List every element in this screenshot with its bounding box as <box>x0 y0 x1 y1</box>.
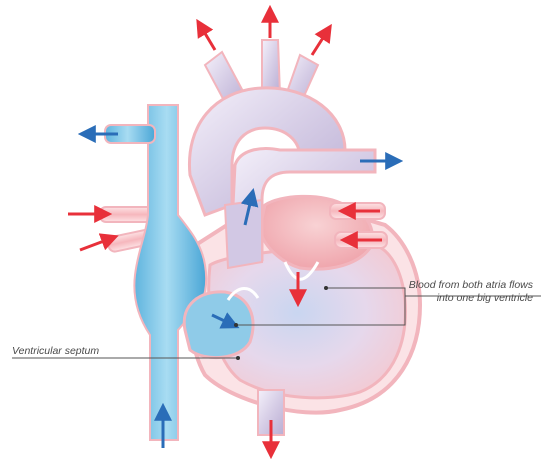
ventricle-label-line1: Blood from both atria flows <box>373 279 533 292</box>
leader-dot-shunt <box>234 323 238 327</box>
red-arrow-branch-left <box>200 25 215 50</box>
ascending-trunk <box>225 200 262 268</box>
red-arrow-branch-right <box>312 30 328 55</box>
ventricle-label-line2: into one big ventricle <box>373 292 533 305</box>
septum-label: Ventricular septum <box>12 345 99 358</box>
leader-dot-septum <box>236 356 240 360</box>
red-arrow-pv-lower-left <box>80 238 112 250</box>
leader-dot-ventricle <box>324 286 328 290</box>
ventricle-label: Blood from both atria flows into one big… <box>373 279 533 305</box>
